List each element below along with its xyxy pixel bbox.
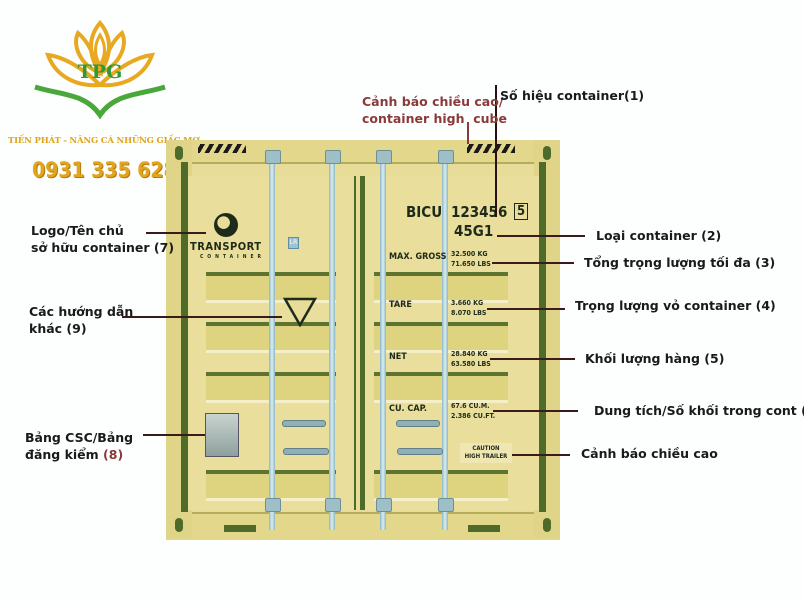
globe-icon	[214, 213, 238, 237]
annotation-high-cube-line2: container high cube	[362, 111, 507, 126]
leader-line-high-cube	[467, 122, 469, 144]
brand-logo: TPG	[30, 15, 170, 120]
rod-bracket	[265, 498, 281, 512]
annotation-csc-line1: Bảng CSC/Bảng	[25, 430, 134, 445]
corner-casting-br	[543, 518, 551, 532]
door-handle[interactable]	[397, 448, 443, 455]
spec-label-net: NET	[389, 352, 407, 362]
container-serial: 123456	[451, 203, 508, 221]
leader-line-owner-logo	[146, 232, 206, 234]
caution-line1: CAUTION	[472, 445, 500, 452]
owner-logo-name: TRANSPORT	[190, 240, 262, 253]
container-prefix: BICU	[406, 203, 443, 221]
container-type-code: 45G1	[454, 222, 494, 240]
annotation-id-number: Số hiệu container(1)	[500, 88, 645, 103]
leader-line-id	[495, 85, 497, 217]
door-handle[interactable]	[283, 448, 329, 455]
attention-triangle-icon	[282, 297, 318, 328]
lr-mark: LR	[288, 237, 299, 249]
spec-label-cu-cap: CU. CAP.	[389, 404, 427, 414]
annotation-caution: Cảnh báo chiều cao	[581, 446, 718, 461]
spec-value-max-gross-lbs: 71.650 LBS	[451, 260, 491, 268]
bottom-plate-right	[468, 525, 500, 532]
brand-phone[interactable]: 0931 335 628	[32, 158, 177, 182]
annotation-net: Khối lượng hàng (5)	[585, 351, 725, 366]
container-check-digit: 5	[514, 203, 529, 220]
leader-line-max-gross	[492, 262, 574, 264]
corner-casting-bl	[175, 518, 183, 532]
spec-label-tare: TARE	[389, 300, 412, 310]
annotation-csc-number: (8)	[103, 447, 124, 462]
annotation-other: Các hướng dẫn khác (9)	[29, 303, 133, 337]
leader-line-caution	[512, 454, 570, 456]
locking-rod	[269, 150, 275, 530]
leader-line-other	[122, 316, 282, 318]
csc-plate	[205, 413, 239, 457]
rod-bracket	[376, 498, 392, 512]
spec-label-max-gross: MAX. GROSS	[389, 252, 447, 262]
annotation-other-line2: khác (9)	[29, 321, 87, 336]
annotation-tare: Trọng lượng vỏ container (4)	[575, 298, 776, 313]
annotation-csc: Bảng CSC/Bảng đăng kiểm (8)	[25, 429, 133, 463]
annotation-csc-text: đăng kiểm	[25, 447, 104, 462]
annotation-other-line1: Các hướng dẫn	[29, 304, 134, 319]
lotus-logo-icon	[34, 19, 166, 120]
annotation-csc-line2: đăng kiểm (8)	[25, 446, 133, 463]
caution-line2: HIGH TRAILER	[464, 453, 508, 460]
corrugation	[374, 470, 508, 501]
rod-bracket	[325, 498, 341, 512]
door-handle[interactable]	[396, 420, 440, 427]
owner-logo-sub: CONTAINER	[200, 254, 266, 260]
corrugation	[374, 322, 508, 353]
spec-value-tare-lbs: 8.070 LBS	[451, 309, 487, 317]
left-post-shadow	[181, 162, 188, 512]
door-handle[interactable]	[282, 420, 326, 427]
spec-value-cu-cap-ft: 2.386 CU.FT.	[451, 412, 496, 420]
corner-casting-tl	[175, 146, 183, 160]
caution-sticker: CAUTION HIGH TRAILER	[460, 443, 512, 463]
rod-bracket	[438, 498, 454, 512]
annotation-type: Loại container (2)	[596, 228, 722, 243]
spec-value-cu-cap-m: 67.6 CU.M.	[451, 402, 490, 410]
brand-slogan: TIẾN PHÁT - NÂNG CÁ NHỮNG GIẤC MƠ	[8, 136, 200, 146]
annotation-owner-logo-line1: Logo/Tên chủ	[31, 223, 124, 238]
annotation-owner-logo-line2: sở hữu container (7)	[31, 240, 175, 255]
hazard-stripe-left	[198, 144, 246, 153]
rod-bracket	[325, 150, 341, 164]
logo-text: TPG	[77, 61, 123, 83]
leader-line-type	[497, 235, 585, 237]
annotation-max-gross: Tổng trọng lượng tối đa (3)	[584, 255, 776, 270]
annotation-capacity: Dung tích/Số khối trong cont (6)	[594, 403, 804, 418]
annotation-high-cube: Cảnh báo chiều cao/ container high cube	[362, 93, 507, 127]
annotation-owner-logo: Logo/Tên chủ sở hữu container (7)	[31, 222, 174, 256]
rod-bracket	[376, 150, 392, 164]
spec-value-net-lbs: 63.580 LBS	[451, 360, 491, 368]
locking-rod	[442, 150, 448, 530]
rod-bracket	[265, 150, 281, 164]
corrugation	[374, 272, 508, 303]
spec-value-tare-kg: 3.660 KG	[451, 299, 484, 307]
leader-line-csc	[143, 434, 205, 436]
rod-bracket	[438, 150, 454, 164]
locking-rod	[329, 150, 335, 530]
leader-line-tare	[487, 308, 565, 310]
spec-value-net-kg: 28.840 KG	[451, 350, 488, 358]
spec-value-max-gross-kg: 32.500 KG	[451, 250, 488, 258]
bottom-plate-left	[224, 525, 256, 532]
annotation-high-cube-line1: Cảnh báo chiều cao/	[362, 94, 504, 109]
right-post-shadow	[539, 162, 546, 512]
locking-rod	[380, 150, 386, 530]
leader-line-capacity	[493, 410, 578, 412]
corner-casting-tr	[543, 146, 551, 160]
leader-line-net	[490, 358, 575, 360]
hazard-stripe-right	[467, 144, 515, 153]
corrugation	[374, 372, 508, 403]
